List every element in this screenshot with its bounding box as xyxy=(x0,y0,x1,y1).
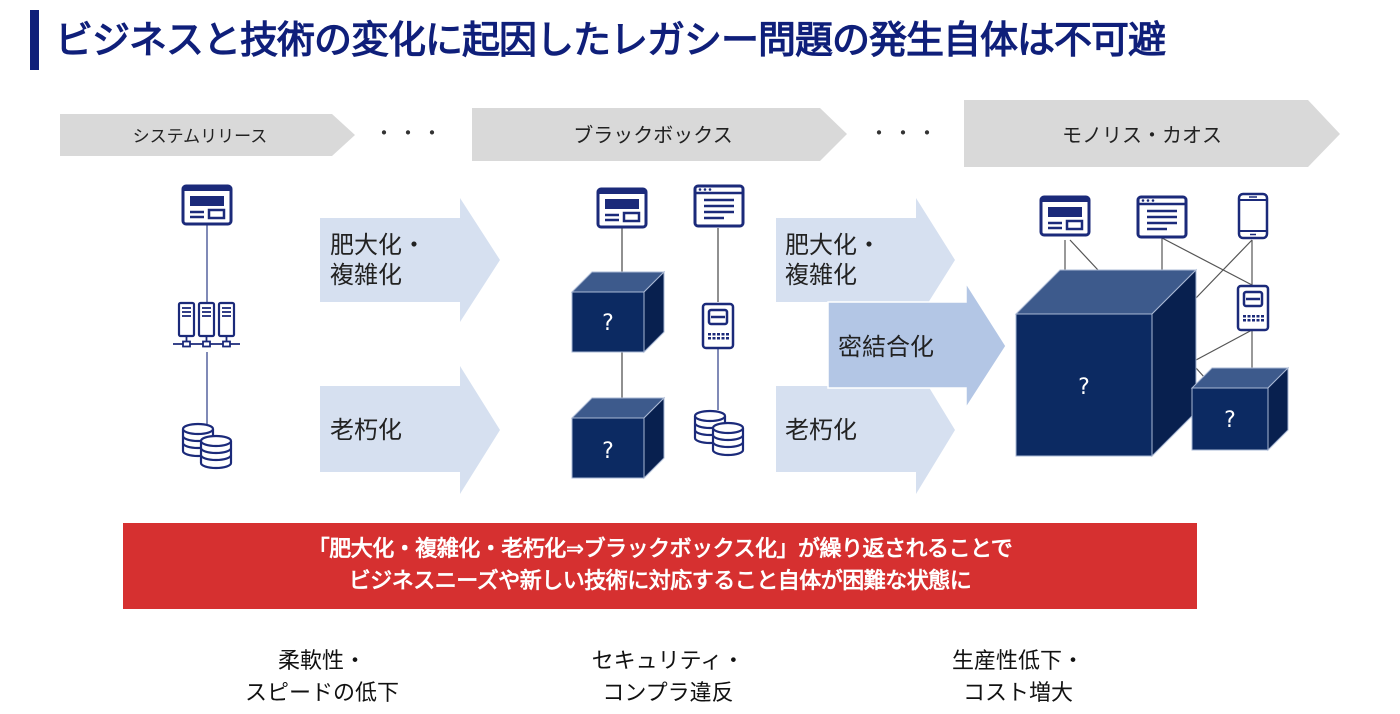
impact-line-1: セキュリティ・ xyxy=(591,649,745,674)
phase-label-monolith: モノリス・カオス xyxy=(1062,123,1222,147)
terminal-device-icon xyxy=(1236,284,1270,332)
web-screen-icon xyxy=(596,187,648,229)
arrow-label-aging: 老朽化 xyxy=(330,416,402,444)
impact-line-1: 柔軟性・ xyxy=(277,649,366,674)
phase-arrow-release: システムリリース xyxy=(60,114,355,156)
monolith-cube-large: ? xyxy=(1014,268,1198,458)
arrow-label-bloat-line2: 複雑化 xyxy=(785,261,857,289)
stage-release xyxy=(171,184,242,470)
server-cluster-icon xyxy=(171,301,242,348)
document-window-icon xyxy=(1136,195,1188,239)
page-title: ビジネスと技術の変化に起因したレガシー問題の発生自体は不可避 xyxy=(55,18,1166,62)
impact-security: セキュリティ・ コンプラ違反 xyxy=(538,646,798,710)
phase-label-release: システムリリース xyxy=(133,127,268,147)
monolith-cube-small: ? xyxy=(1190,366,1290,452)
arrow-tight-coupling: 密結合化 xyxy=(827,280,1007,411)
arrow-label-bloat-line1: 肥大化・ xyxy=(785,231,881,259)
unknown-mark: ? xyxy=(1078,375,1090,400)
arrow-label-bloat-line1: 肥大化・ xyxy=(330,231,426,259)
title-accent-bar xyxy=(30,10,39,70)
stage-blackbox: ? ? xyxy=(570,184,745,480)
arrow-label-coupling: 密結合化 xyxy=(838,333,934,361)
ellipsis-2: ・・・ xyxy=(869,121,941,145)
web-screen-icon xyxy=(181,184,233,226)
terminal-device-icon xyxy=(701,302,735,350)
phase-arrow-blackbox: ブラックボックス xyxy=(472,108,847,161)
summary-banner: 「肥大化・複雑化・老朽化⇒ブラックボックス化」が繰り返されることで ビジネスニー… xyxy=(123,523,1197,609)
web-screen-icon xyxy=(1039,195,1091,237)
smartphone-icon xyxy=(1237,192,1269,240)
unknown-mark: ? xyxy=(602,311,614,336)
arrow-label-aging: 老朽化 xyxy=(785,416,857,444)
arrow-aging-2: 老朽化 xyxy=(776,366,955,494)
impact-productivity: 生産性低下・ コスト増大 xyxy=(888,646,1148,710)
unknown-mark: ? xyxy=(602,439,614,464)
arrow-aging-1: 老朽化 xyxy=(320,366,500,494)
arrow-label-bloat-line2: 複雑化 xyxy=(330,261,402,289)
phase-label-blackbox: ブラックボックス xyxy=(573,123,732,147)
impact-line-1: 生産性低下・ xyxy=(951,649,1084,674)
impact-line-2: コンプラ違反 xyxy=(602,681,734,706)
banner-line-1: 「肥大化・複雑化・老朽化⇒ブラックボックス化」が繰り返されることで xyxy=(307,537,1013,562)
blackbox-cube-lower: ? xyxy=(570,396,666,480)
arrow-bloat-complexity-1: 肥大化・ 複雑化 xyxy=(320,198,500,322)
document-window-icon xyxy=(693,184,745,228)
impact-flexibility: 柔軟性・ スピードの低下 xyxy=(192,646,452,710)
blackbox-cube-upper: ? xyxy=(570,270,666,354)
banner-line-2: ビジネスニーズや新しい技術に対応すること自体が困難な状態に xyxy=(348,569,972,594)
database-icon xyxy=(181,422,233,470)
phase-arrow-monolith: モノリス・カオス xyxy=(964,100,1340,167)
stage-monolith: ? ? xyxy=(1014,192,1290,458)
database-icon xyxy=(693,409,745,457)
ellipsis-1: ・・・ xyxy=(374,121,446,145)
unknown-mark: ? xyxy=(1224,408,1236,433)
impact-line-2: スピードの低下 xyxy=(244,681,399,706)
arrow-bloat-complexity-2: 肥大化・ 複雑化 xyxy=(776,198,955,322)
impact-line-2: コスト増大 xyxy=(962,681,1073,706)
